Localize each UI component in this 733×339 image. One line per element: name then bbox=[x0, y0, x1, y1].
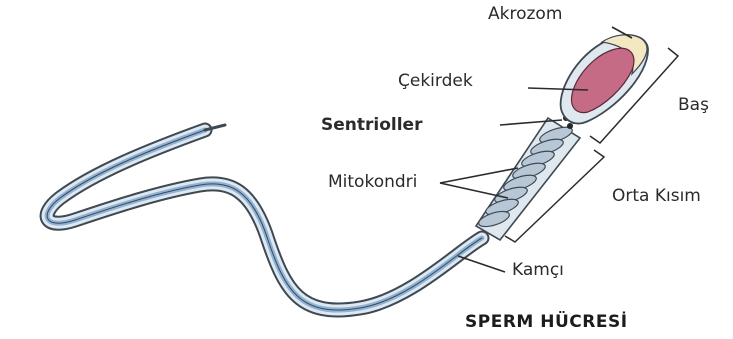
head bbox=[561, 35, 648, 124]
label-sentrioller: Sentrioller bbox=[321, 115, 422, 135]
midpiece bbox=[476, 118, 580, 240]
label-cekirdek: Çekirdek bbox=[398, 71, 473, 91]
label-bas: Baş bbox=[678, 95, 709, 115]
label-mitokondri: Mitokondri bbox=[328, 172, 417, 192]
tail bbox=[47, 125, 482, 310]
label-kamci: Kamçı bbox=[512, 260, 564, 280]
label-orta-kisim: Orta Kısım bbox=[612, 186, 701, 206]
label-akrozom: Akrozom bbox=[488, 4, 562, 24]
diagram-title: SPERM HÜCRESİ bbox=[465, 312, 628, 332]
nucleus bbox=[571, 48, 633, 112]
